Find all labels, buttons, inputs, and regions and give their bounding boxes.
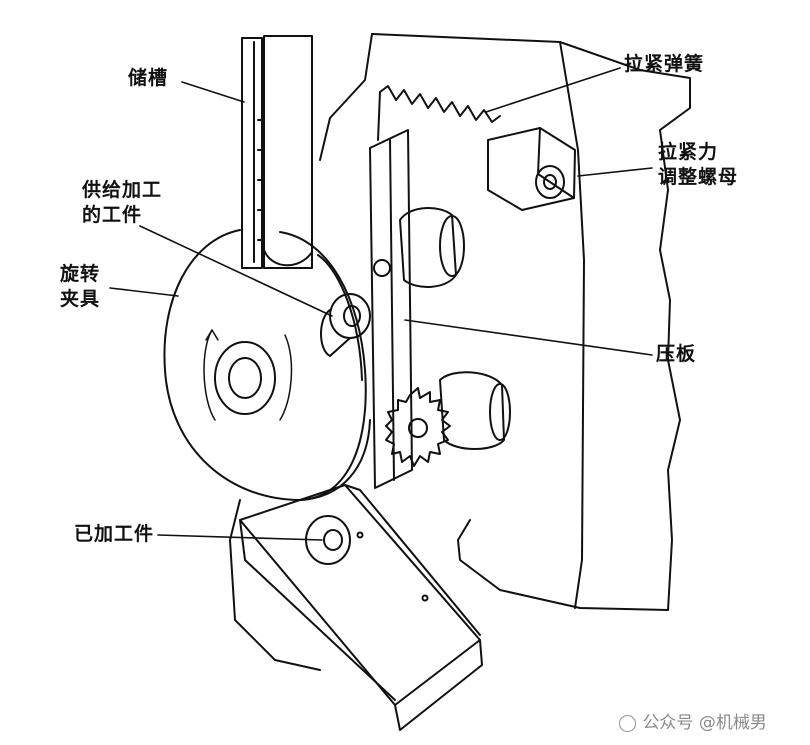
- label-tension-spring: 拉紧弹簧: [624, 53, 705, 75]
- leader-feed-workpiece: [139, 225, 333, 317]
- label-tension-nut-1: 拉紧力: [658, 141, 719, 163]
- lower-roller: [439, 371, 511, 450]
- leader-tension-spring: [485, 67, 621, 113]
- leader-pressure-plate: [404, 319, 653, 356]
- leader-rotary-fixture: [109, 287, 179, 297]
- watermark-account: @机械男: [698, 713, 767, 733]
- saw-blade: [385, 387, 451, 467]
- label-rotary-fixture-1: 旋转: [60, 263, 101, 285]
- machine-frame: [371, 33, 691, 611]
- wechat-icon: ◯: [618, 713, 638, 733]
- storage-trough: [241, 35, 313, 269]
- leader-storage-trough: [181, 81, 245, 103]
- tension-spring: [377, 85, 501, 141]
- label-pressure-plate: 压板: [656, 343, 697, 365]
- leader-finished-workpiece: [157, 534, 323, 541]
- discharge-chute: [239, 484, 483, 731]
- label-feed-workpiece-2: 的工件: [82, 204, 143, 226]
- rotary-fixture: [163, 229, 371, 501]
- pressure-plate: [369, 129, 413, 489]
- frame-front-edge: [319, 33, 373, 161]
- label-rotary-fixture-2: 夹具: [60, 288, 101, 310]
- watermark-source: 公众号: [642, 713, 694, 733]
- label-storage-trough: 储槽: [128, 67, 169, 89]
- upper-roller: [399, 207, 465, 288]
- support-base: [229, 499, 321, 671]
- frame-inner-edge: [559, 41, 585, 609]
- label-finished-workpiece: 已加工件: [74, 523, 155, 545]
- label-feed-workpiece-1: 供给加工: [82, 179, 163, 201]
- watermark: ◯ 公众号 @机械男: [618, 708, 767, 733]
- label-tension-nut-2: 调整螺母: [658, 166, 739, 188]
- tension-adjust-nut: [487, 127, 576, 211]
- leader-tension-nut: [577, 167, 653, 177]
